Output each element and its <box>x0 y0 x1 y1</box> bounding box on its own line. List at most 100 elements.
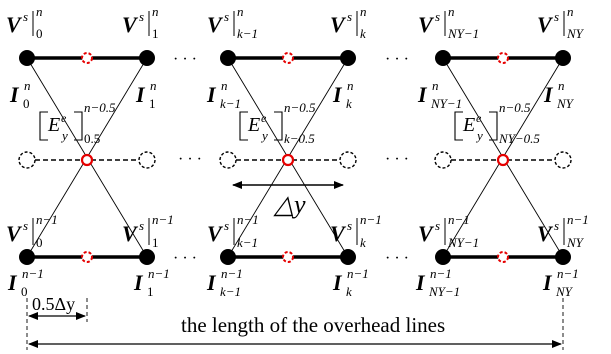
svg-text:n: n <box>347 78 354 93</box>
top-voltage-label-ny-1: V s n NY−1 <box>418 4 479 41</box>
svg-text:NY: NY <box>555 284 574 299</box>
svg-text:0: 0 <box>36 26 43 41</box>
svg-text:V: V <box>418 12 435 37</box>
efield-node-1 <box>80 153 94 167</box>
efield-label-3: E e y n−0.5 NY−0.5 <box>454 100 540 146</box>
node-bottom-0 <box>19 249 35 265</box>
middle-open-nodes <box>18 151 572 169</box>
bottom-current-label-k-1: I n−1 k−1 <box>206 266 243 299</box>
svg-text:n−1: n−1 <box>22 266 44 281</box>
node-top-0 <box>19 50 35 66</box>
bottom-current-label-k: I n−1 k <box>332 266 369 299</box>
ellipsis-bottom-1: · · · <box>173 250 197 267</box>
svg-text:n: n <box>360 4 367 19</box>
svg-text:1: 1 <box>149 96 156 111</box>
svg-text:k: k <box>346 96 352 111</box>
half-delta-y-dimension: 0.5Δy <box>28 294 86 320</box>
top-voltage-label-k-1: V s n k−1 <box>207 4 258 41</box>
svg-text:1: 1 <box>152 26 159 41</box>
node-bottom-k-1 <box>220 249 236 265</box>
svg-text:NY−0.5: NY−0.5 <box>498 131 540 146</box>
svg-text:n−1: n−1 <box>148 266 170 281</box>
svg-text:n−1: n−1 <box>152 212 174 227</box>
top-voltage-label-ny: V s n NY <box>537 4 585 41</box>
svg-text:n−1: n−1 <box>557 266 579 281</box>
top-voltage-label-0: V s n 0 <box>6 4 43 41</box>
ellipsis-top-1: · · · <box>173 51 197 68</box>
svg-text:s: s <box>347 218 352 233</box>
svg-text:n: n <box>152 4 159 19</box>
line-length-label: the length of the overhead lines <box>181 313 445 337</box>
svg-text:V: V <box>537 12 554 37</box>
bottom-voltage-label-k: V s n−1 k <box>330 212 382 250</box>
svg-text:n: n <box>150 78 157 93</box>
svg-text:n−0.5: n−0.5 <box>84 100 116 115</box>
top-voltage-label-k: V s n k <box>330 4 367 41</box>
node-bottom-1 <box>139 249 155 265</box>
node-top-k <box>340 50 356 66</box>
svg-text:I: I <box>133 270 144 295</box>
svg-text:y: y <box>475 128 483 143</box>
bottom-voltage-label-ny-1: V s n−1 NY−1 <box>418 212 479 250</box>
svg-text:n−1: n−1 <box>360 212 382 227</box>
svg-text:I: I <box>9 82 20 107</box>
svg-text:NY−1: NY−1 <box>428 284 460 299</box>
bottom-voltage-label-0: V s n−1 0 <box>6 212 58 250</box>
svg-text:n−1: n−1 <box>430 266 452 281</box>
svg-text:y: y <box>260 128 268 143</box>
svg-text:I: I <box>417 82 428 107</box>
svg-text:k: k <box>346 284 352 299</box>
svg-text:k−1: k−1 <box>220 284 241 299</box>
node-bottom-k <box>340 249 356 265</box>
svg-text:1: 1 <box>147 284 154 299</box>
svg-text:n−1: n−1 <box>567 212 589 227</box>
segment-field-nodes <box>81 52 509 263</box>
svg-text:I: I <box>542 270 553 295</box>
top-current-label-ny-1: I n NY−1 <box>417 78 462 111</box>
svg-text:n−0.5: n−0.5 <box>499 100 531 115</box>
svg-text:y: y <box>60 128 68 143</box>
node-top-ny <box>555 50 571 66</box>
bottom-current-label-0: I n−1 0 <box>7 266 44 299</box>
ellipsis-top-2: · · · <box>385 51 409 68</box>
svg-text:s: s <box>139 9 144 24</box>
top-current-label-1: I n 1 <box>135 78 157 111</box>
svg-text:I: I <box>7 270 18 295</box>
delta-y-dimension: △y <box>232 181 344 219</box>
top-voltage-label-1: V s n 1 <box>122 4 159 41</box>
ellipses: · · · · · · · · · · · · · · · · · · <box>173 51 409 267</box>
svg-text:V: V <box>6 12 23 37</box>
node-bottom-ny <box>555 249 571 265</box>
svg-text:k: k <box>360 235 366 250</box>
svg-text:E: E <box>462 114 475 136</box>
bottom-voltage-label-1: V s n−1 1 <box>122 212 174 250</box>
svg-text:n: n <box>24 78 31 93</box>
svg-text:n−1: n−1 <box>237 212 259 227</box>
cross-connections <box>26 57 564 258</box>
node-top-1 <box>139 50 155 66</box>
svg-text:I: I <box>135 82 146 107</box>
svg-text:V: V <box>122 221 139 246</box>
svg-text:s: s <box>139 218 144 233</box>
svg-text:n: n <box>221 78 228 93</box>
svg-text:V: V <box>330 221 347 246</box>
svg-text:s: s <box>554 9 559 24</box>
svg-text:V: V <box>207 221 224 246</box>
svg-text:s: s <box>435 9 440 24</box>
svg-text:s: s <box>347 9 352 24</box>
svg-text:V: V <box>330 12 347 37</box>
efield-node-3 <box>496 153 510 167</box>
line-length-dimension: the length of the overhead lines <box>28 313 562 348</box>
svg-text:I: I <box>206 270 217 295</box>
ellipsis-mid-2: · · · <box>385 151 409 168</box>
svg-text:n: n <box>36 4 43 19</box>
svg-text:NY−1: NY−1 <box>447 26 479 41</box>
ellipsis-mid-1: · · · <box>178 151 202 168</box>
top-current-label-ny: I n NY <box>543 78 575 111</box>
svg-text:n−1: n−1 <box>347 266 369 281</box>
svg-text:n: n <box>448 4 455 19</box>
top-current-label-k-1: I n k−1 <box>206 78 241 111</box>
svg-text:s: s <box>23 9 28 24</box>
svg-text:s: s <box>435 218 440 233</box>
